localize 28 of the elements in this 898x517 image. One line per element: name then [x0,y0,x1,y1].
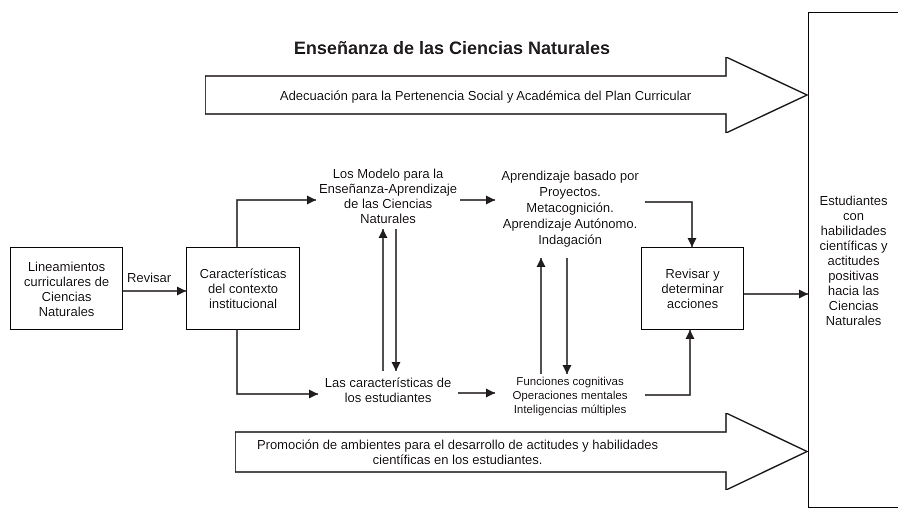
process-box [641,247,744,330]
edge-label: Revisar [126,270,172,285]
arrow [460,196,495,204]
arrow [645,201,696,247]
arrow [123,286,186,296]
diagram-title: Enseñanza de las Ciencias Naturales [292,38,612,59]
node-text: Los Modelo para la Enseñanza-Aprendizaje de las Ciencias Naturales [318,166,458,226]
arrow [536,258,546,374]
box-text: Características del contexto institucional [198,266,288,311]
arrow [645,330,694,396]
arrow-text: Promoción de ambientes para el desarrollo de actitudes y habilidades científicas en los estudiantes. [256,437,660,467]
arrow [744,290,808,298]
arrow [458,388,495,398]
node-text: Funciones cognitivas Operaciones mentales Inteligencias múltiples [511,375,629,417]
node-text: Aprendizaje basado por Proyectos. Metacognición. Aprendizaje Autónomo. Indagación [500,168,640,248]
process-box [186,247,300,330]
arrow [236,196,316,247]
arrow-text: Adecuación para la Pertenencia Social y Académica del Plan Curricular [280,88,692,102]
arrow [378,229,388,371]
box-text: Estudiantes con habilidades científicas y actitudes positivas hacia las Ciencias Naturales [818,192,888,328]
node-text: Las características de los estudiantes [324,375,452,405]
process-box [10,247,123,330]
arrow [562,258,572,374]
arrow [236,330,318,398]
arrow [392,229,400,371]
outcome-panel [808,12,898,508]
box-text: Lineamientos curriculares de Ciencias Naturales [22,258,110,318]
box-text: Revisar y determinar acciones [660,266,725,311]
